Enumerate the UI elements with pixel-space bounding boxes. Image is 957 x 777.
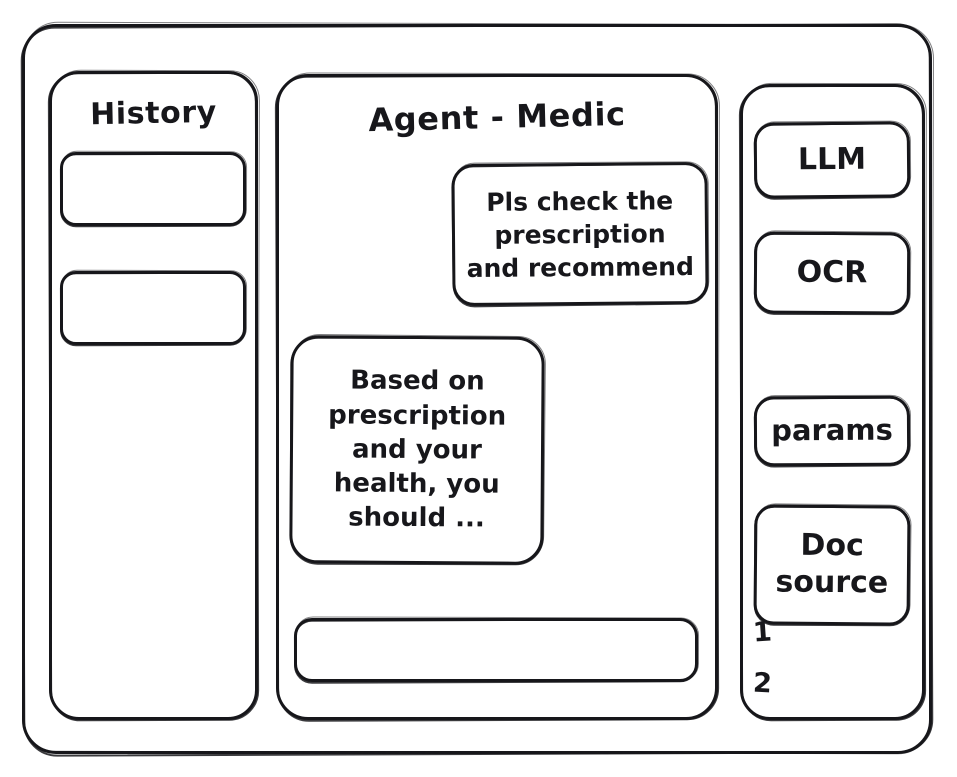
message-composer-input[interactable] — [294, 618, 698, 682]
tools-panel — [740, 84, 925, 720]
tool-chip-params-label: params — [771, 412, 893, 448]
user-message-text: Pls check the prescription and recommend — [466, 185, 695, 283]
doc-source-ref-2[interactable]: 2 — [752, 667, 773, 700]
tool-chip-doc-source-label: Doc source — [775, 528, 889, 601]
conversation-panel — [276, 74, 718, 720]
user-message-bubble: Pls check the prescription and recommend — [451, 161, 709, 307]
history-panel — [49, 71, 258, 720]
tool-chip-ocr-label: OCR — [796, 254, 868, 290]
app-window-frame — [22, 24, 932, 754]
assistant-message-bubble: Based on prescription and your health, y… — [289, 335, 545, 565]
history-list-item[interactable] — [60, 152, 246, 226]
tool-chip-ocr[interactable]: OCR — [753, 231, 911, 315]
tool-chip-llm-label: LLM — [797, 141, 867, 177]
history-list-item[interactable] — [60, 271, 246, 345]
tool-chip-llm[interactable]: LLM — [753, 121, 911, 199]
tool-chip-doc-source[interactable]: Doc source — [753, 504, 911, 626]
history-panel-title: History — [89, 94, 218, 133]
assistant-message-text: Based on prescription and your health, y… — [328, 365, 507, 534]
doc-source-ref-1[interactable]: 1 — [751, 616, 773, 649]
tool-chip-params[interactable]: params — [753, 395, 911, 467]
